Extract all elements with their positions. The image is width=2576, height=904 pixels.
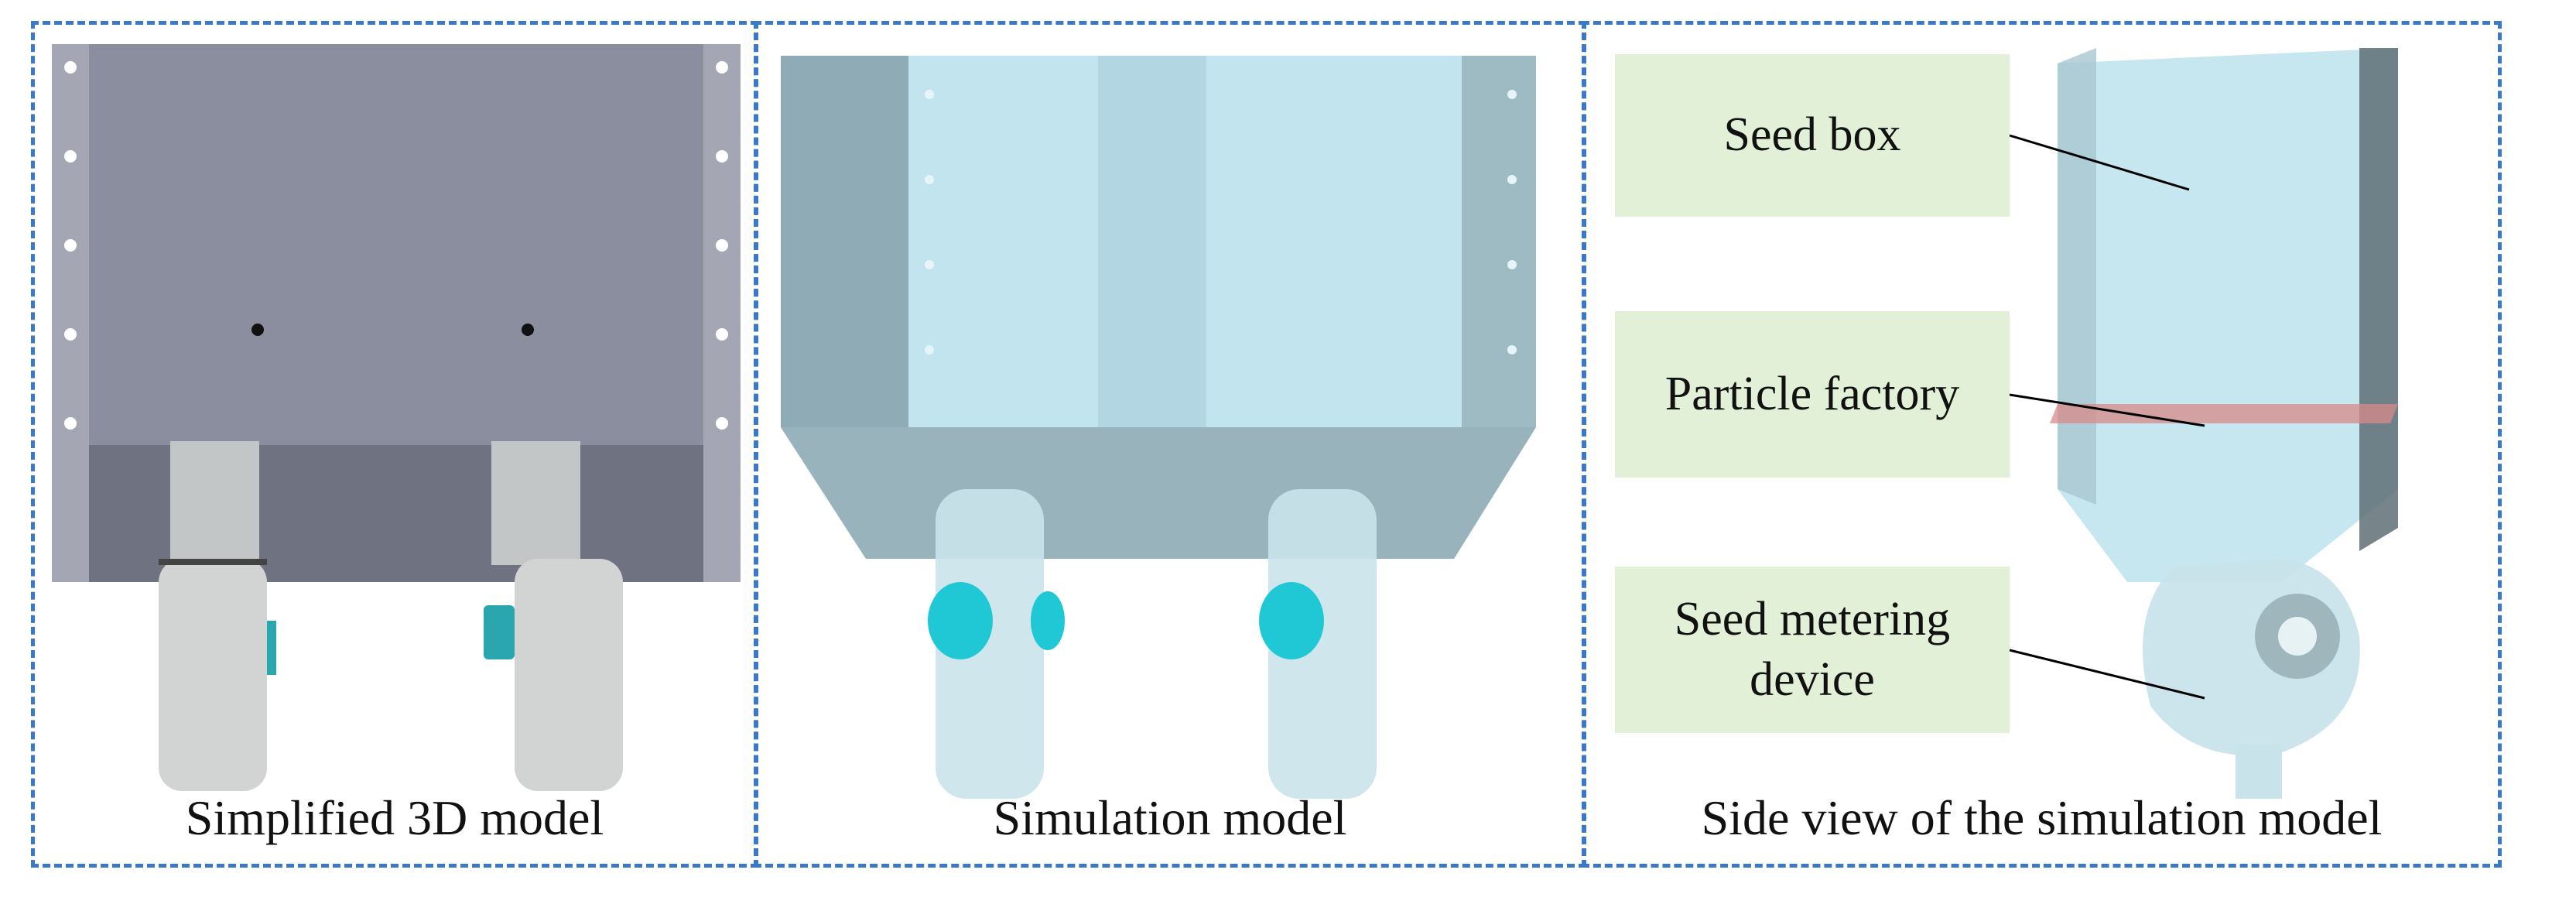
- particle-factory-plane: [2050, 404, 2398, 423]
- center-grid-panel: [1098, 56, 1206, 427]
- side-seed-box: [2058, 48, 2398, 582]
- seed-box-left-edge: [52, 44, 89, 582]
- leader-particle-factory: [2009, 393, 2205, 427]
- caption-simplified-3d-model: Simplified 3D model: [185, 790, 604, 845]
- box-left-wall: [781, 56, 908, 427]
- caption-simulation-model: Simulation model: [993, 790, 1347, 845]
- metering-device-left: [159, 441, 276, 791]
- box-right-wall: [1462, 56, 1536, 427]
- leader-seed-box: [2009, 134, 2190, 191]
- panel-simulation-model: Simulation model: [754, 21, 1586, 868]
- panel-simplified-3d-model: Simplified 3D model: [31, 21, 758, 868]
- side-front-wall: [2058, 48, 2096, 505]
- side-back-wall: [2359, 48, 2398, 551]
- seed-box-body: [52, 44, 741, 445]
- mounting-holes: [64, 61, 728, 430]
- simulation-model-render: [781, 56, 1536, 799]
- leader-seed-metering-device: [2009, 649, 2205, 700]
- mounting-holes: [925, 90, 1517, 354]
- metering-device-right: [1259, 489, 1377, 799]
- side-metering-device: [2143, 559, 2360, 799]
- hopper-funnel: [781, 427, 1536, 559]
- metering-device-left: [928, 489, 1065, 799]
- seed-box-right-edge: [703, 44, 741, 582]
- label-seed-box: Seed box: [1615, 54, 2010, 217]
- simplified-3d-model-render: [52, 44, 741, 791]
- side-view-render: [2009, 48, 2398, 799]
- label-particle-factory: Particle factory: [1615, 311, 2010, 478]
- label-seed-metering-device: Seed metering device: [1615, 567, 2010, 733]
- panel-side-view: Seed box Particle factory Seed metering …: [1582, 21, 2502, 868]
- caption-side-view: Side view of the simulation model: [1701, 790, 2383, 845]
- metering-device-right: [484, 441, 623, 791]
